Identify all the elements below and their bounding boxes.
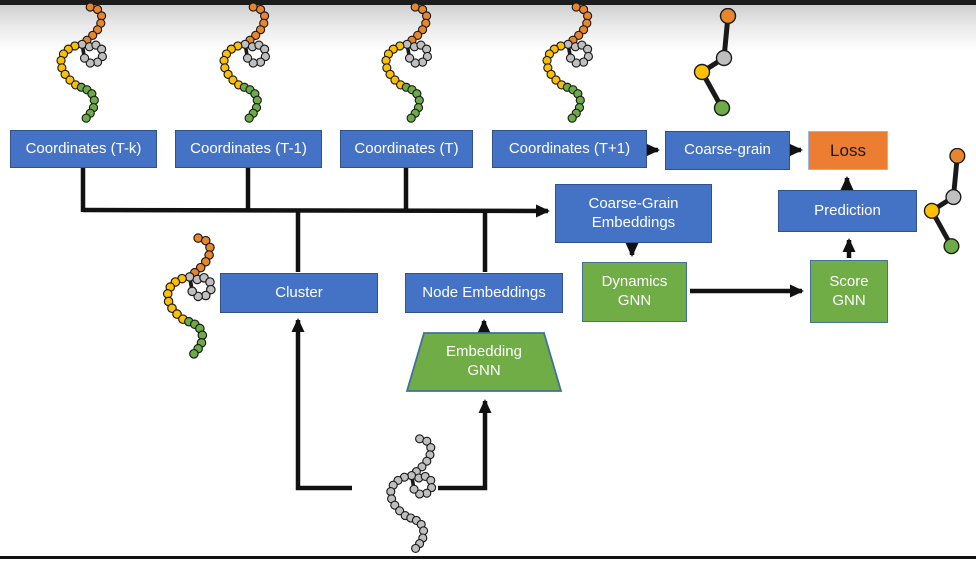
coarse-molecule-prediction-image bbox=[923, 148, 966, 255]
box-coordinates-t+1: Coordinates (T+1) bbox=[492, 130, 647, 168]
fine-molecule-t+1-image bbox=[542, 2, 594, 123]
trapezoid-shape bbox=[405, 332, 563, 392]
box-score-gnn: Score GNN bbox=[810, 260, 888, 323]
box-coordinates-t-1: Coordinates (T-1) bbox=[175, 130, 322, 168]
box-coarse-grain-embeddings: Coarse-Grain Embeddings bbox=[555, 184, 712, 243]
box-node-embeddings: Node Embeddings bbox=[405, 273, 563, 313]
fine-molecule-t-image bbox=[381, 2, 433, 123]
box-prediction: Prediction bbox=[778, 190, 917, 232]
box-dynamics-gnn: Dynamics GNN bbox=[582, 262, 687, 322]
bottom-border-bar bbox=[0, 556, 976, 559]
top-border-bar bbox=[0, 0, 976, 5]
fine-molecule-t-k-image bbox=[56, 2, 108, 123]
background-gradient bbox=[0, 5, 976, 51]
box-loss: Loss bbox=[808, 131, 888, 170]
clustered-molecule-image bbox=[162, 233, 216, 359]
fine-molecule-t-1-image bbox=[219, 2, 271, 123]
coarse-molecule-target-image bbox=[693, 8, 737, 117]
input-molecule-uncolored-image bbox=[386, 434, 437, 553]
box-cluster: Cluster bbox=[220, 273, 378, 313]
box-coordinates-t-k: Coordinates (T-k) bbox=[10, 130, 157, 168]
embedding-gnn-label: Embedding GNN bbox=[446, 343, 522, 379]
box-coordinates-t: Coordinates (T) bbox=[340, 130, 473, 168]
box-coarse-grain: Coarse-grain bbox=[665, 131, 790, 170]
trapezoid-polygon bbox=[405, 332, 563, 392]
box-embedding-gnn: Embedding GNN bbox=[405, 332, 563, 392]
